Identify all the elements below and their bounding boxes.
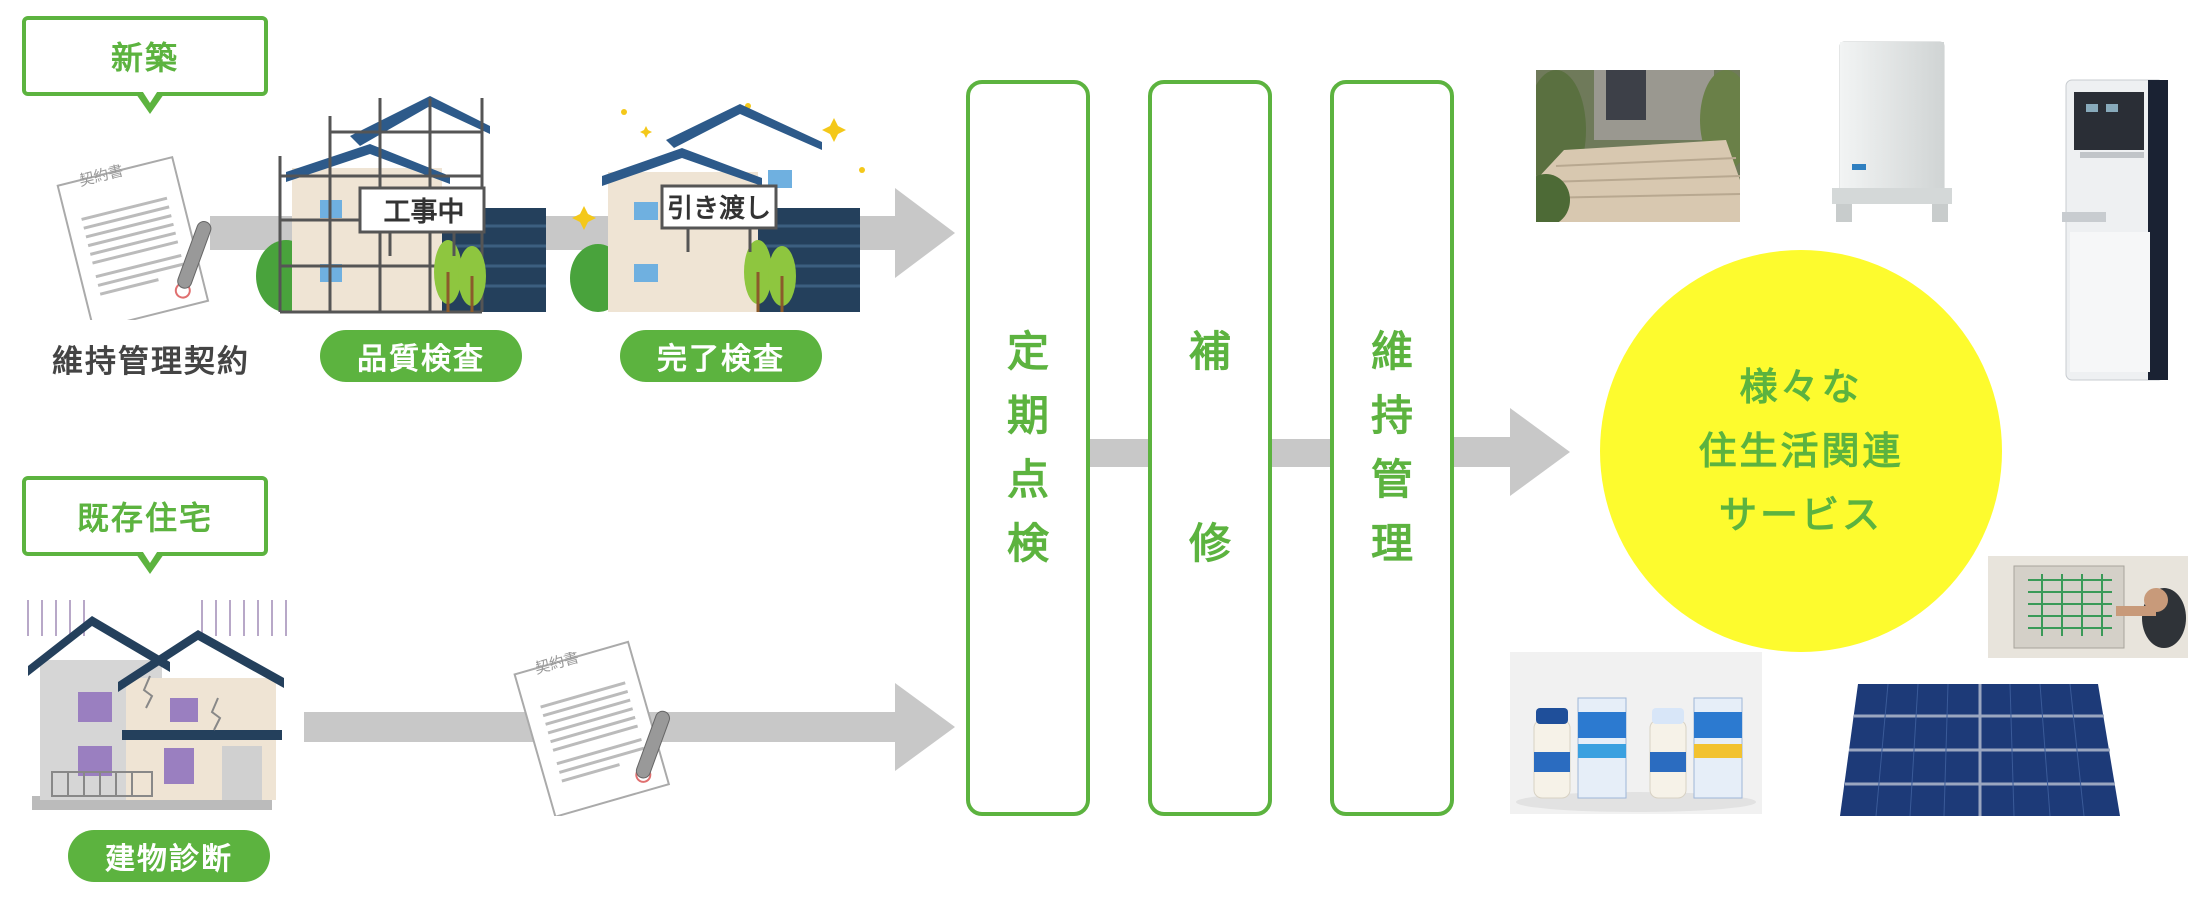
periodic-inspection-box: 定 期 点 検 <box>966 80 1090 816</box>
maintenance-contract-label: 維持管理契約 <box>52 344 250 380</box>
stage-char: 理 <box>1370 519 1413 568</box>
contract-document-title-svg: 契約書 <box>80 164 125 190</box>
contract-document-bottom-title-svg: 契約書 <box>536 652 581 678</box>
handover-sign-label: 引き渡し <box>666 194 771 224</box>
stage-char: 補 <box>1188 327 1231 376</box>
existing-house-bubble-label: 既存住宅 <box>76 499 213 537</box>
stage-char: 点 <box>1006 455 1049 504</box>
stage-char: 持 <box>1370 391 1413 440</box>
contract-document-bottom-icon <box>513 640 671 816</box>
stage-char: 定 <box>1006 327 1049 376</box>
services-line: 住生活関連 <box>1698 429 1904 473</box>
supplement-products-photo <box>1510 652 1762 814</box>
stage-char: 検 <box>1006 519 1049 568</box>
new-build-bubble-label: 新築 <box>110 39 179 77</box>
ac-cleaning-photo <box>1988 556 2188 658</box>
solar-panels-photo <box>1834 680 2124 820</box>
existing-house-bubble: 既存住宅 <box>22 476 268 574</box>
stage-char: 維 <box>1370 327 1413 376</box>
building-diagnosis-pill: 建物診断 <box>68 830 270 882</box>
completion-inspection-pill: 完了検査 <box>620 330 822 382</box>
services-line: 様々な <box>1739 365 1863 409</box>
finished-house-illustration <box>570 103 865 312</box>
entrance-steps-photo <box>1536 70 1740 222</box>
existing-house-illustration <box>27 600 287 810</box>
storage-battery-photo <box>1822 38 1962 228</box>
construction-sign-label: 工事中 <box>383 197 465 228</box>
services-line: サービス <box>1718 493 1883 537</box>
water-server-photo <box>2052 72 2180 388</box>
bubble-tail <box>136 549 164 574</box>
maintenance-box: 維 持 管 理 <box>1330 80 1454 816</box>
stage-char: 修 <box>1188 519 1231 568</box>
contract-doc-title: 契約書 <box>536 652 581 678</box>
repair-box: 補 修 <box>1148 80 1272 816</box>
bubble-tail <box>136 89 164 114</box>
house-under-construction-illustration <box>256 96 546 314</box>
contract-doc-title: 契約書 <box>80 164 125 190</box>
stage-char: 管 <box>1370 455 1413 504</box>
services-circle: 様々な 住生活関連 サービス <box>1600 250 2002 652</box>
stage-char: 期 <box>1006 391 1049 440</box>
contract-document-icon <box>56 155 212 320</box>
quality-inspection-pill: 品質検査 <box>320 330 522 382</box>
new-build-bubble: 新築 <box>22 16 268 114</box>
